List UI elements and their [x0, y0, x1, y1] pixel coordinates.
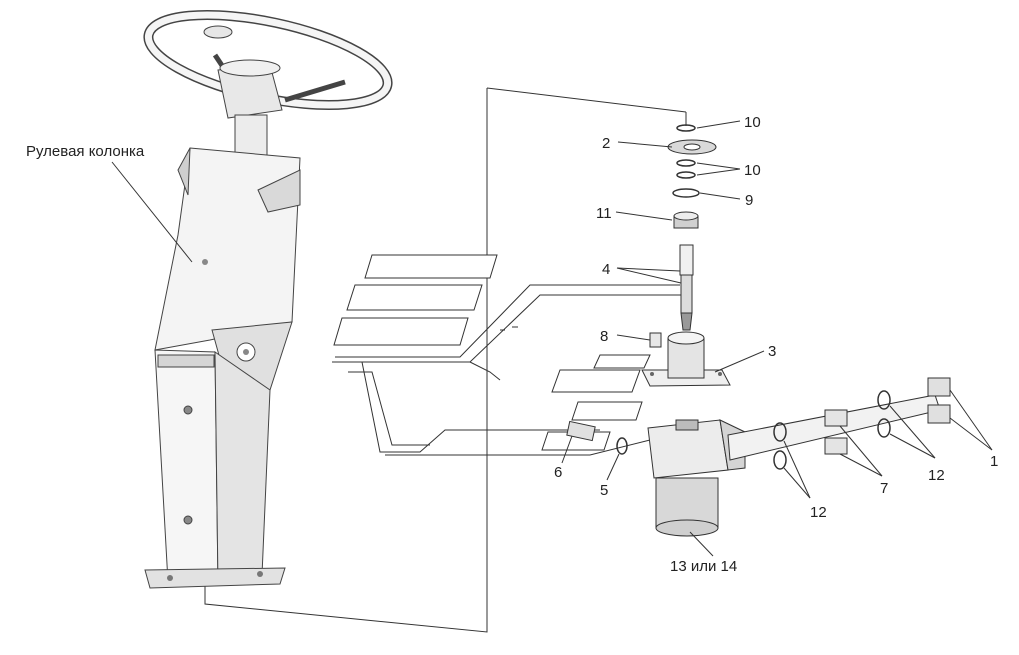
hydraulic-unit-13 — [647, 394, 941, 537]
leader-lines — [111, 120, 993, 557]
label-part-7: 7 — [880, 480, 888, 497]
ring-10-top — [676, 124, 696, 132]
label-part-10-top: 10 — [744, 114, 761, 131]
bushing-11 — [673, 211, 699, 229]
label-part-10-mid: 10 — [744, 162, 761, 179]
steering-column — [143, 10, 393, 589]
label-part-12-right: 12 — [928, 467, 945, 484]
label-part-5: 5 — [600, 482, 608, 499]
seals-12 — [773, 390, 891, 470]
label-part-13-14: 13 или 14 — [670, 558, 737, 575]
label-part-6: 6 — [554, 464, 562, 481]
label-part-11: 11 — [596, 205, 612, 222]
label-part-2: 2 — [602, 135, 610, 152]
washer-2 — [667, 139, 717, 155]
label-part-1: 1 — [990, 453, 998, 470]
seal-5 — [616, 437, 628, 455]
mounting-plane-frame — [204, 87, 687, 633]
label-part-12-left: 12 — [810, 504, 827, 521]
label-part-9: 9 — [745, 192, 753, 209]
label-steering-column: Рулевая колонка — [26, 143, 145, 160]
panel-outline — [332, 254, 690, 456]
label-part-8: 8 — [600, 328, 608, 345]
bolt-8 — [649, 332, 662, 348]
label-part-4: 4 — [602, 261, 610, 278]
callout-labels: Рулевая колонка 10 2 10 9 11 4 8 3 6 5 1… — [26, 114, 998, 575]
retaining-ring-9 — [672, 188, 700, 198]
fittings-1 — [927, 377, 951, 424]
fitting-6 — [566, 420, 596, 442]
label-part-3: 3 — [768, 343, 776, 360]
flange-housing-3 — [641, 331, 731, 387]
fittings-7 — [824, 409, 848, 455]
rings-10-mid — [676, 159, 696, 179]
shaft-4 — [679, 244, 694, 331]
